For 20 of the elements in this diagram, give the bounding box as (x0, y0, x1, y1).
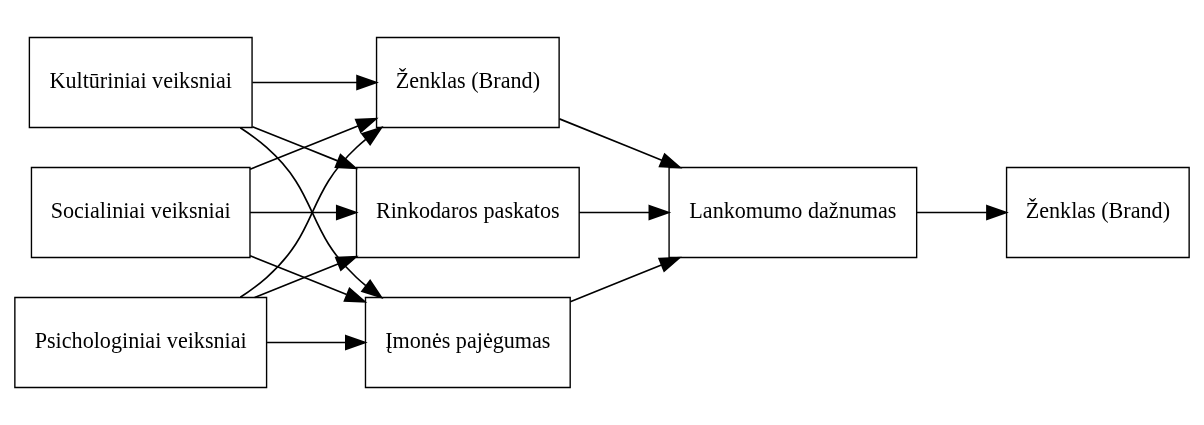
node-box: Lankomumo dažnumas (668, 166, 918, 259)
node-box: Kultūriniai veiksniai (28, 36, 253, 129)
arrow (251, 74, 379, 91)
arrow (253, 255, 359, 299)
arrow (558, 118, 683, 169)
arrow (915, 204, 1009, 221)
node-box: Socialiniai veiksniai (30, 166, 251, 259)
arrow (249, 254, 368, 303)
arrow (249, 204, 359, 221)
node-box: Ženklas (Brand) (1005, 166, 1190, 259)
arrow (249, 117, 379, 171)
arrow (569, 256, 682, 303)
node-box: Rinkodaros paskatos (355, 166, 580, 259)
arrow (578, 204, 672, 221)
node-box: Psichologiniai veiksniai (14, 296, 268, 389)
node-box: Įmonės pajėgumas (364, 296, 571, 389)
arrow (239, 126, 384, 299)
arrow (266, 334, 368, 351)
node-box: Ženklas (Brand) (375, 36, 560, 129)
arrow (251, 125, 359, 170)
